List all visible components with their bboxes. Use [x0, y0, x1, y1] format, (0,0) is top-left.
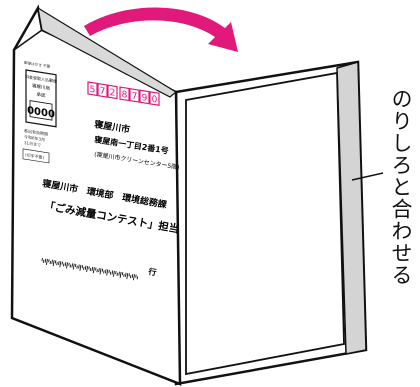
barcode-bar: [101, 268, 104, 272]
postal-code-box: [139, 89, 150, 105]
barcode-bar: [89, 268, 92, 272]
barcode-bar: [125, 272, 127, 277]
barcode-bar: [78, 264, 80, 269]
postage-line-2: 寝屋川局: [32, 82, 50, 92]
barcode-bar: [66, 262, 68, 269]
barcode-bar: [61, 261, 63, 265]
barcode-bar: [119, 271, 122, 278]
postal-code-digit: 0: [152, 95, 158, 106]
barcode-bar: [121, 272, 124, 276]
barcode-bar: [95, 267, 97, 271]
postage-notes: 差出有効期間 令和6年3月 31日まで (切手不要): [22, 127, 50, 164]
barcode-bar: [104, 269, 107, 274]
barcode-bar: [58, 260, 60, 266]
barcode-bar: [108, 269, 110, 273]
label-pointer: [351, 172, 384, 181]
postal-code-digit: 7: [100, 86, 106, 97]
glue-annotation: のりしろと合わせる: [389, 88, 413, 286]
postal-code-digit: 8: [122, 90, 128, 101]
postage-line-3: 承認: [37, 91, 46, 99]
postal-code-box: [87, 81, 98, 97]
postal-code-digit: 7: [132, 91, 138, 102]
postage-mark: 料金受取人払郵便 寝屋川局 承認 0000: [25, 69, 57, 128]
barcode-bar: [136, 276, 139, 280]
barcode-bar: [112, 270, 115, 277]
postal-code-box: [107, 84, 118, 100]
barcode-bar: [52, 260, 55, 267]
barcode-bar: [128, 273, 130, 277]
barcode-bar: [99, 268, 102, 275]
top-flap: [37, 6, 178, 98]
glue-strip: [336, 61, 367, 355]
barcode-bar: [45, 258, 48, 265]
barcode-bar: [116, 272, 118, 276]
barcode-bar: [74, 263, 77, 268]
barcode-bar: [91, 266, 94, 271]
postage-note-4: (切手不要): [25, 151, 45, 160]
barcode-bar: [44, 258, 47, 263]
postal-code-box: [129, 87, 140, 103]
barcode-bar: [133, 274, 135, 281]
barcode-bar: [76, 265, 78, 269]
barcode-bar: [92, 267, 95, 274]
postal-code-digit: 2: [110, 88, 116, 99]
barcode-bar: [41, 258, 43, 262]
barcode-bar: [59, 261, 62, 268]
barcode-bar: [42, 259, 45, 263]
barcode-bar: [79, 264, 82, 271]
postage-line-1: 料金受取人払郵便: [25, 73, 57, 84]
barcode-bar: [103, 270, 105, 274]
barcode-bar: [111, 270, 114, 275]
postage-note-3: 31日まで: [24, 140, 41, 148]
postal-code-digit: 5: [90, 85, 96, 96]
postage-number: 0000: [27, 105, 55, 120]
barcode-bar: [126, 273, 129, 280]
postal-code-box: [119, 86, 130, 102]
customer-barcode: [41, 258, 139, 281]
postal-code-box: [97, 82, 108, 98]
barcode-bar: [109, 271, 112, 275]
barcode-bar: [86, 265, 89, 273]
recipient-suffix: 行: [147, 266, 158, 277]
barcode-bar: [51, 259, 53, 264]
barcode-bar: [98, 268, 100, 273]
barcode-bar: [56, 262, 58, 266]
barcode-bar: [88, 266, 90, 270]
postage-note-1: 差出有効期間: [24, 127, 48, 137]
open-panel: [174, 60, 368, 386]
barcode-bar: [115, 270, 117, 275]
barcode-bar: [129, 275, 132, 279]
barcode-bar: [69, 264, 72, 268]
barcode-bar: [64, 262, 67, 267]
barcode-bar: [49, 260, 51, 265]
barcode-bar: [106, 269, 109, 276]
postal-code-box: [149, 91, 160, 106]
barcode-bar: [72, 263, 75, 270]
postage-header: 郵便はがき 不要: [24, 60, 51, 69]
barcode-bar: [84, 265, 87, 270]
barcode-bar: [83, 266, 85, 270]
barcode-bar: [81, 265, 84, 269]
barcode-bar: [68, 262, 70, 266]
postage-note-2: 令和6年3月: [24, 133, 45, 142]
barcode-bar: [48, 259, 50, 263]
curved-arrow-icon: [84, 7, 238, 52]
barcode-bar: [135, 274, 137, 278]
postal-code-digit: 9: [142, 93, 148, 104]
barcode-bar: [118, 271, 120, 276]
barcode-bar: [71, 263, 74, 268]
barcode-bar: [131, 273, 134, 279]
barcode-bar: [54, 260, 57, 264]
barcode-bar: [62, 263, 65, 267]
barcode-bar: [96, 269, 98, 273]
barcode-bar: [123, 273, 125, 278]
